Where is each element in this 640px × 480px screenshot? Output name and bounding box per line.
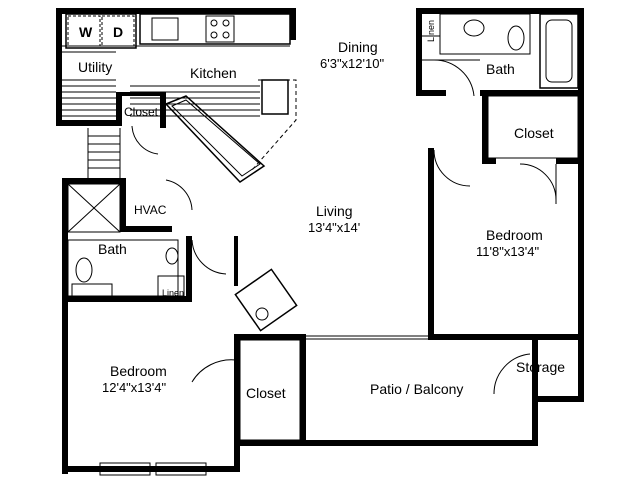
closet-bedroom-right-label: Closet [514, 125, 554, 141]
hvac-label: HVAC [134, 203, 167, 217]
bath-left-label: Bath [98, 241, 127, 257]
bedroom-left-dimensions: 12'4"x13'4" [102, 380, 166, 395]
living-fixture [234, 268, 298, 332]
bedroom-right-label: Bedroom [486, 227, 543, 243]
entry-stairs [87, 128, 121, 178]
dining-label: Dining [338, 39, 378, 55]
linen-top-label: Linen [426, 20, 436, 42]
linen-left-label: Linen [162, 288, 184, 298]
bath-left-fixtures [67, 183, 185, 297]
utility-label: Utility [78, 59, 112, 75]
washer-label: W [79, 24, 93, 40]
bedroom-windows [99, 462, 207, 476]
washer-dryer [65, 13, 137, 49]
kitchen-label: Kitchen [190, 65, 237, 81]
bath-top-label: Bath [486, 61, 515, 77]
labels: W D Utility Kitchen Dining 6'3"x12'10" B… [78, 20, 565, 401]
closet-outlines [239, 95, 579, 441]
dryer-label: D [113, 24, 123, 40]
kitchen-floor [62, 13, 297, 183]
bath-top-fixtures [422, 13, 579, 89]
living-label: Living [316, 203, 353, 219]
bedroom-left-label: Bedroom [110, 363, 167, 379]
walls [56, 8, 584, 474]
bedroom-right-dimensions: 11'8"x13'4" [476, 244, 539, 259]
closet-left-label: Closet [246, 385, 286, 401]
closet-small-label: Closet [124, 105, 159, 119]
storage-label: Storage [516, 359, 565, 375]
dining-dimensions: 6'3"x12'10" [320, 56, 384, 71]
patio-label: Patio / Balcony [370, 381, 463, 397]
living-dimensions: 13'4"x14' [308, 220, 360, 235]
patio-rail [306, 335, 428, 340]
doors [131, 59, 557, 395]
